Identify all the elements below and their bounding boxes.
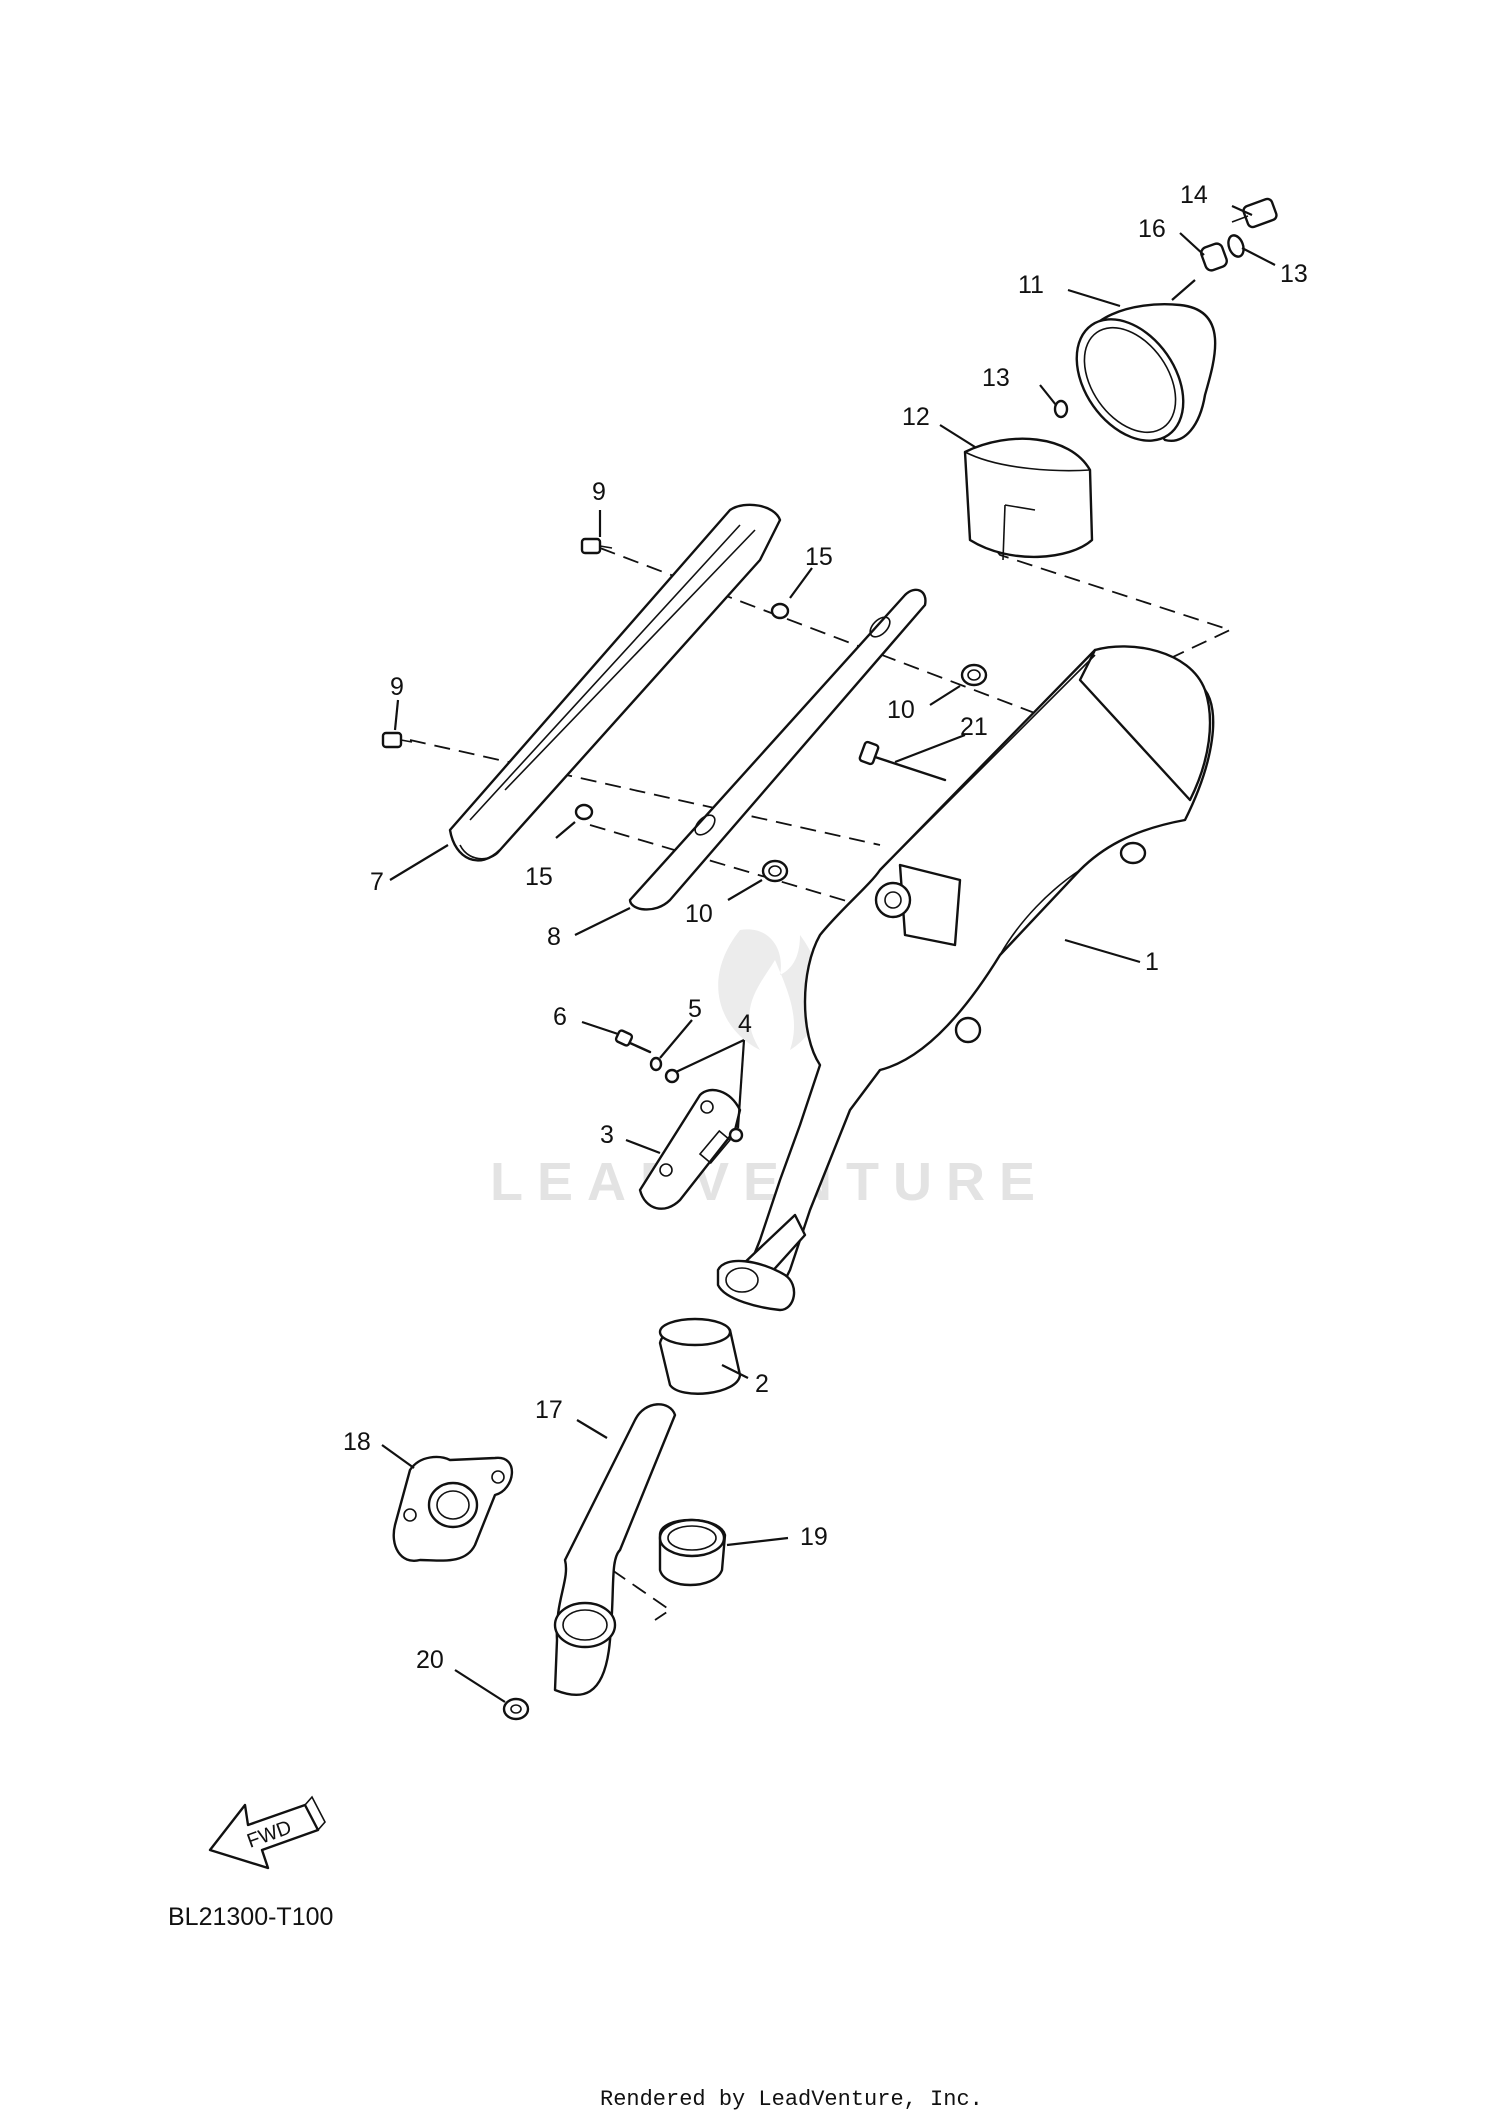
- diagram-code: BL21300-T100: [168, 1903, 333, 1931]
- part-15-collar-lower: [574, 803, 594, 821]
- part-4-nut-right: [728, 1127, 744, 1143]
- part-1-muffler: [716, 645, 1215, 1312]
- watermark-flame-icon: [718, 929, 822, 1050]
- part-18-gasket: [392, 1455, 514, 1562]
- part-10-grommet-lower: [761, 859, 789, 883]
- label-5: 5: [688, 995, 702, 1023]
- part-15-collar-upper: [770, 602, 790, 620]
- label-8: 8: [547, 923, 561, 951]
- part-16-collar: [1200, 242, 1228, 272]
- part-13-washer-lower: [1053, 399, 1069, 419]
- label-10-lower: 10: [685, 900, 713, 928]
- label-15-lower: 15: [525, 863, 553, 891]
- label-18: 18: [343, 1428, 371, 1456]
- part-2-sleeve: [658, 1317, 742, 1395]
- part-8-bracket: [628, 588, 927, 911]
- label-11: 11: [1018, 271, 1044, 299]
- label-4: 4: [738, 1010, 752, 1038]
- label-10-upper: 10: [887, 696, 915, 724]
- label-13-lower: 13: [982, 364, 1010, 392]
- part-13-washer-top: [1227, 234, 1245, 258]
- label-16: 16: [1138, 215, 1166, 243]
- part-14-bolt: [1231, 197, 1278, 229]
- label-12: 12: [902, 403, 930, 431]
- part-9-screw-lower: [381, 731, 413, 749]
- label-1: 1: [1145, 948, 1159, 976]
- fwd-arrow-icon: FWD: [208, 1795, 326, 1870]
- label-21: 21: [960, 713, 988, 741]
- label-19: 19: [800, 1523, 828, 1551]
- label-20: 20: [416, 1646, 444, 1674]
- part-6-bolt: [614, 1029, 652, 1054]
- part-7-heat-protector: [448, 503, 782, 862]
- part-12-band: [963, 437, 1094, 561]
- part-20-nut: [502, 1697, 530, 1721]
- part-21-bolt: [858, 740, 947, 782]
- label-2: 2: [755, 1370, 769, 1398]
- part-9-screw-upper: [580, 537, 613, 555]
- label-13-top: 13: [1280, 260, 1308, 288]
- label-15-upper: 15: [805, 543, 833, 571]
- part-11-end-cap: [1075, 303, 1217, 442]
- part-17-exhaust-pipe: [553, 1403, 677, 1697]
- leader-lines: [381, 204, 1276, 1703]
- label-6: 6: [553, 1003, 567, 1031]
- label-17: 17: [535, 1396, 563, 1424]
- part-labels: 1 2 3 4 5 6 7 8 9 9 10 10 11 12 13 13 14…: [343, 181, 1308, 1674]
- label-3: 3: [600, 1121, 614, 1149]
- label-14: 14: [1180, 181, 1208, 209]
- part-5-washer: [649, 1056, 663, 1072]
- label-7: 7: [370, 868, 384, 896]
- part-4-nut-left: [664, 1068, 680, 1084]
- watermark-text: LEADVENTURE: [490, 1152, 1049, 1212]
- watermark: LEADVENTURE: [490, 929, 1049, 1212]
- part-19-gasket-ring: [658, 1518, 727, 1587]
- render-credit: Rendered by LeadVenture, Inc.: [600, 2087, 983, 2112]
- part-10-grommet-upper: [960, 663, 988, 687]
- label-9-upper: 9: [592, 478, 606, 506]
- label-9-lower: 9: [390, 673, 404, 701]
